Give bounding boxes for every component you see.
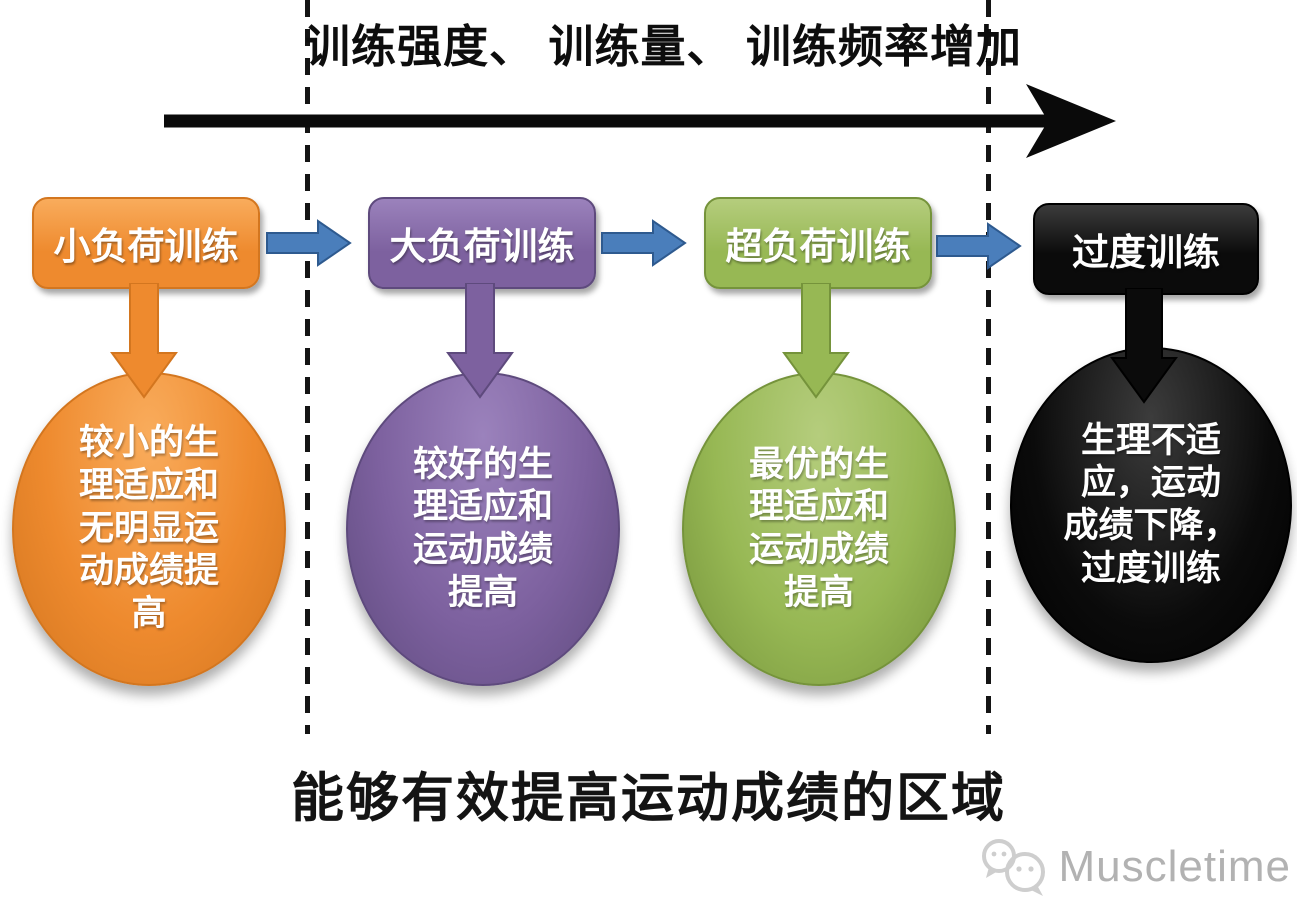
result-text: 最优的生 理适应和 运动成绩 提高 xyxy=(748,444,889,612)
stage-box-label: 超负荷训练 xyxy=(725,226,911,267)
effective-zone-label: 能够有效提高运动成绩的区域 xyxy=(291,769,1006,828)
flow-arrow-icon xyxy=(266,219,352,267)
stage-box-overtraining: 过度训练 xyxy=(1033,203,1259,295)
result-text: 生理不适 应，运动 成绩下降， 过度训练 xyxy=(1063,420,1239,588)
result-ellipse-large-load: 较好的生 理适应和 运动成绩 提高 xyxy=(346,372,620,686)
stage-box-small-load: 小负荷训练 xyxy=(32,197,260,289)
down-arrow-icon xyxy=(1110,288,1178,404)
flow-arrow-icon xyxy=(936,222,1022,270)
dashed-boundary-line-left xyxy=(305,0,310,734)
down-arrow-icon xyxy=(782,283,850,399)
wechat-chat-bubbles-icon xyxy=(981,839,1045,896)
brand-name: Muscletime xyxy=(1058,842,1291,891)
stage-box-label: 过度训练 xyxy=(1072,232,1220,273)
stage-box-large-load: 大负荷训练 xyxy=(368,197,596,289)
result-text: 较好的生 理适应和 运动成绩 提高 xyxy=(412,444,553,612)
down-arrow-icon xyxy=(446,283,514,399)
flow-arrow-icon xyxy=(601,219,687,267)
stage-box-overload: 超负荷训练 xyxy=(704,197,932,289)
watermark: Muscletime xyxy=(979,836,1292,898)
increase-direction-arrow xyxy=(164,84,1116,158)
stage-box-label: 大负荷训练 xyxy=(389,226,575,267)
diagram-title: 训练强度、 训练量、 训练频率增加 xyxy=(305,21,1023,72)
result-ellipse-overload: 最优的生 理适应和 运动成绩 提高 xyxy=(682,372,956,686)
dashed-boundary-line-right xyxy=(986,0,991,734)
result-text: 较小的生 理适应和 无明显运 动成绩提 高 xyxy=(78,423,219,634)
stage-box-label: 小负荷训练 xyxy=(53,226,239,267)
result-ellipse-overtraining: 生理不适 应，运动 成绩下降， 过度训练 xyxy=(1010,347,1292,663)
result-ellipse-small-load: 较小的生 理适应和 无明显运 动成绩提 高 xyxy=(12,372,286,686)
down-arrow-icon xyxy=(110,283,178,399)
